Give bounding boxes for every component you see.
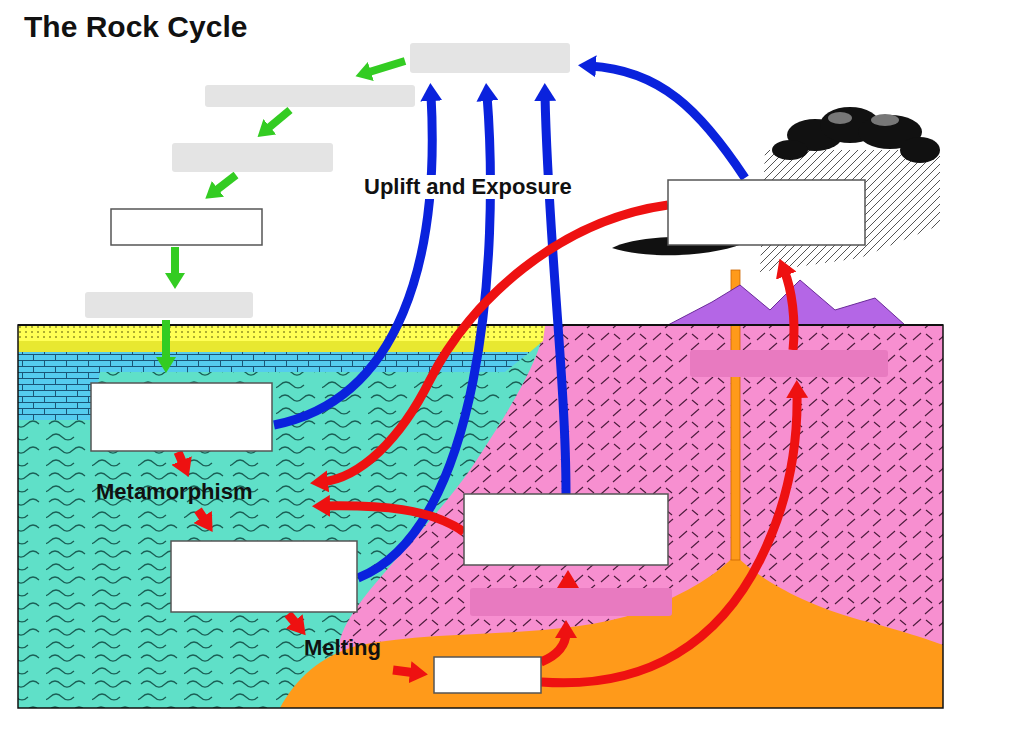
process-label: Uplift and Exposure: [360, 175, 576, 199]
process-label: Melting: [300, 636, 385, 660]
diagram-title: The Rock Cycle: [24, 10, 247, 43]
process-label: Metamorphism: [92, 480, 256, 504]
